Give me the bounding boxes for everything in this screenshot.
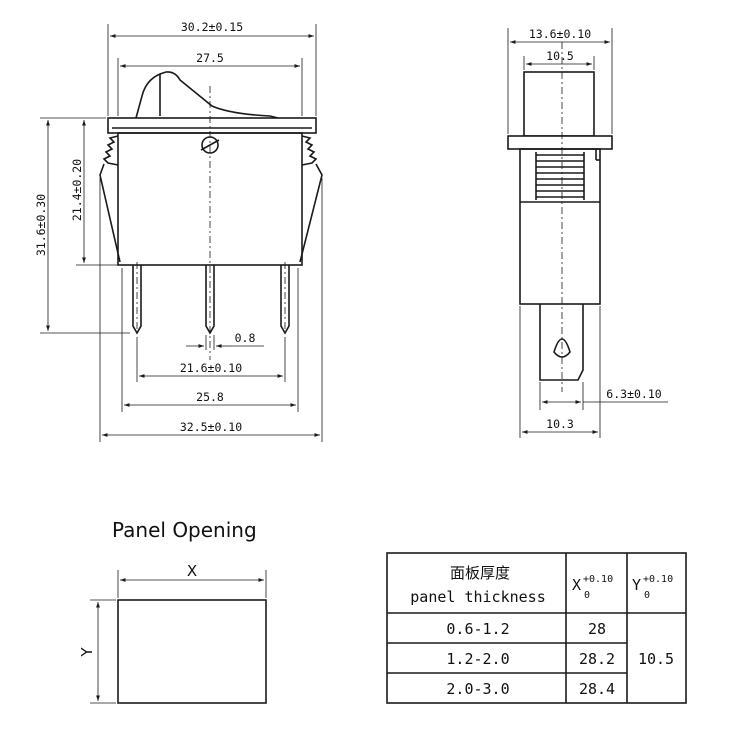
clip-left [99,163,121,263]
y-col-sub: 0 [644,590,650,601]
dim-base-width: 25.8 [196,390,224,404]
thickness-table: 面板厚度 panel thickness X +0.10 0 Y +0.10 0… [386,552,687,704]
y-value: 10.5 [638,650,674,668]
panel-y-label: Y [78,647,96,658]
side-body [519,148,601,305]
dim-terminal-width: 6.3±0.10 [606,387,661,401]
table-header-en: panel thickness [410,588,545,606]
y-col-sup: +0.10 [643,574,673,585]
panel-title: Panel Opening [112,518,257,542]
row-thickness: 2.0-3.0 [446,680,509,698]
top-flange [107,117,317,134]
row-thickness: 0.6-1.2 [446,620,509,638]
table-header-cn: 面板厚度 [450,564,510,582]
serration-right [301,135,318,166]
x-col-sup: +0.10 [583,574,613,585]
clip-right [299,163,323,263]
rocker-cap [135,71,279,119]
side-ribs [520,152,600,203]
panel-x-label: X [187,562,197,580]
dim-flange-width: 13.6±0.10 [529,27,591,41]
dim-pin-pitch: 21.6±0.10 [180,361,242,375]
side-terminal [539,304,584,381]
panel-opening: Panel Opening X Y [78,518,267,704]
dim-body-width: 10.3 [546,417,574,431]
side-cap [523,71,595,137]
dim-overall-width: 30.2±0.15 [181,20,243,34]
serration-left [102,135,119,166]
terminals [132,262,290,340]
y-col-letter: Y [632,576,641,594]
dim-total-height: 31.6±0.30 [34,194,48,256]
row-x-value: 28.4 [579,680,615,698]
panel-cutout [117,599,267,704]
side-view: 13.6±0.10 10.5 6.3±0.10 10.3 [507,27,668,438]
row-x-value: 28 [588,620,606,638]
side-flange [507,135,613,150]
x-col-letter: X [572,576,581,594]
row-thickness: 1.2-2.0 [446,650,509,668]
front-view: 31.6±0.30 21.4±0.20 30.2±0.15 27.5 0.8 2… [34,20,323,442]
dim-top-width: 27.5 [196,51,224,65]
dim-cap-width: 10.5 [546,49,574,63]
terminal-hole [553,338,571,358]
row-x-value: 28.2 [579,650,615,668]
dim-body-height: 21.4±0.20 [70,159,84,221]
x-col-sub: 0 [584,590,590,601]
dim-pin-width: 0.8 [235,331,256,345]
dim-clip-width: 32.5±0.10 [180,420,242,434]
